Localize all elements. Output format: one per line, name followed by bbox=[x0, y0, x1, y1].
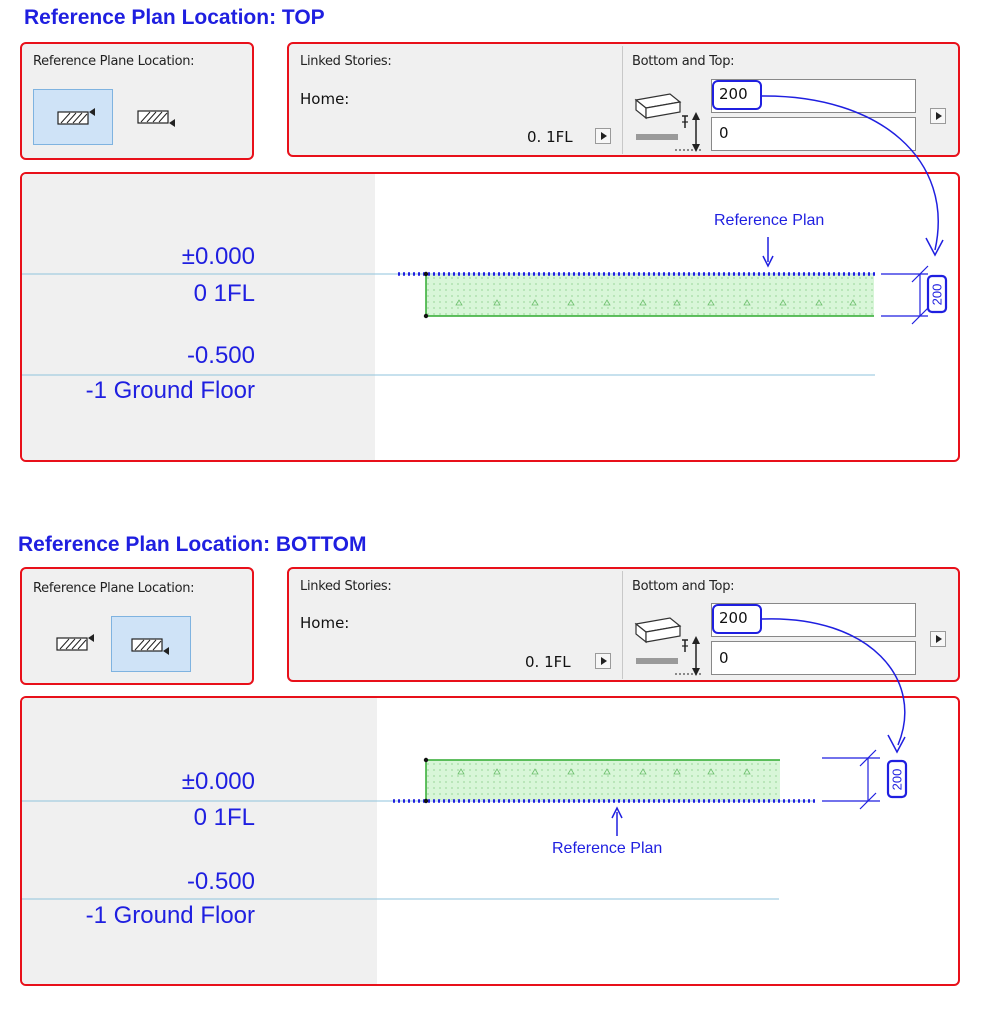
story-label-column bbox=[22, 698, 377, 984]
slab-3d-icon bbox=[634, 617, 682, 664]
home-story-value: 0. 1FL bbox=[525, 653, 571, 671]
top-offset-field[interactable] bbox=[711, 79, 916, 113]
slab-bottom-reference-icon bbox=[137, 110, 175, 127]
callout-curve bbox=[761, 95, 939, 251]
dimension-box bbox=[886, 759, 908, 799]
level-story-2: -1 Ground Floor bbox=[85, 902, 255, 929]
height-arrow-icon bbox=[675, 112, 701, 152]
reference-plane-panel: Reference Plane Location: bbox=[20, 42, 254, 160]
top-offset-field[interactable] bbox=[711, 603, 916, 637]
reference-plane-label: Reference Plane Location: bbox=[33, 581, 195, 596]
section-title: Reference Plan Location: BOTTOM bbox=[18, 533, 367, 556]
bottom-top-arrow-button[interactable] bbox=[930, 631, 946, 647]
top-value-highlight bbox=[712, 604, 762, 634]
bottom-top-label: Bottom and Top: bbox=[632, 54, 735, 69]
reference-plane-panel: Reference Plane Location: bbox=[20, 567, 254, 685]
panel-divider bbox=[622, 46, 623, 154]
home-story-arrow-button[interactable] bbox=[595, 653, 611, 669]
section-diagram-top bbox=[20, 172, 960, 462]
top-value-highlight bbox=[712, 80, 762, 110]
top-reference-button[interactable] bbox=[33, 89, 113, 145]
slab-top-reference-icon bbox=[57, 108, 95, 125]
slab-top-reference-icon bbox=[56, 634, 94, 651]
reference-plan-label: Reference Plan bbox=[552, 840, 663, 857]
home-story-value: 0. 1FL bbox=[527, 128, 573, 146]
top-reference-button[interactable] bbox=[33, 616, 113, 672]
dimension-box bbox=[926, 274, 948, 314]
top-offset-value: 200 bbox=[719, 85, 748, 103]
bottom-top-label: Bottom and Top: bbox=[632, 579, 735, 594]
section-drawing-top bbox=[22, 95, 948, 376]
panel-divider bbox=[622, 571, 623, 679]
linked-stories-label: Linked Stories: bbox=[300, 54, 392, 69]
bottom-offset-field[interactable] bbox=[711, 117, 916, 151]
dimension-label: 200 bbox=[889, 768, 905, 790]
section-diagram-bottom bbox=[20, 696, 960, 986]
level-elevation-1: ±0.000 bbox=[181, 243, 255, 270]
level-story-1: 0 1FL bbox=[193, 804, 255, 831]
home-story-arrow-button[interactable] bbox=[595, 128, 611, 144]
slab-bottom-reference-icon bbox=[131, 638, 169, 655]
level-story-1: 0 1FL bbox=[193, 280, 255, 307]
bottom-reference-button[interactable] bbox=[118, 89, 198, 145]
home-label: Home: bbox=[300, 90, 350, 108]
top-offset-value: 200 bbox=[719, 609, 748, 627]
level-elevation-2: -0.500 bbox=[186, 868, 255, 895]
home-label: Home: bbox=[300, 614, 350, 632]
bottom-offset-value: 0 bbox=[719, 124, 729, 142]
linked-stories-label: Linked Stories: bbox=[300, 579, 392, 594]
section-title: Reference Plan Location: TOP bbox=[24, 6, 325, 29]
slab-3d-icon bbox=[634, 93, 682, 140]
level-elevation-1: ±0.000 bbox=[181, 768, 255, 795]
bottom-offset-value: 0 bbox=[719, 649, 729, 667]
linked-stories-panel: Linked Stories: Home: 0. 1FL Bottom and … bbox=[287, 42, 960, 157]
bottom-reference-button[interactable] bbox=[111, 616, 191, 672]
story-label-column bbox=[22, 174, 375, 460]
reference-plan-label: Reference Plan bbox=[714, 212, 825, 229]
level-elevation-2: -0.500 bbox=[186, 342, 255, 369]
bottom-top-arrow-button[interactable] bbox=[930, 108, 946, 124]
callout-curve bbox=[761, 618, 906, 746]
level-story-2: -1 Ground Floor bbox=[85, 377, 255, 404]
reference-plane-label: Reference Plane Location: bbox=[33, 54, 195, 69]
height-arrow-icon bbox=[675, 636, 701, 676]
linked-stories-panel: Linked Stories: Home: 0. 1FL Bottom and … bbox=[287, 567, 960, 682]
